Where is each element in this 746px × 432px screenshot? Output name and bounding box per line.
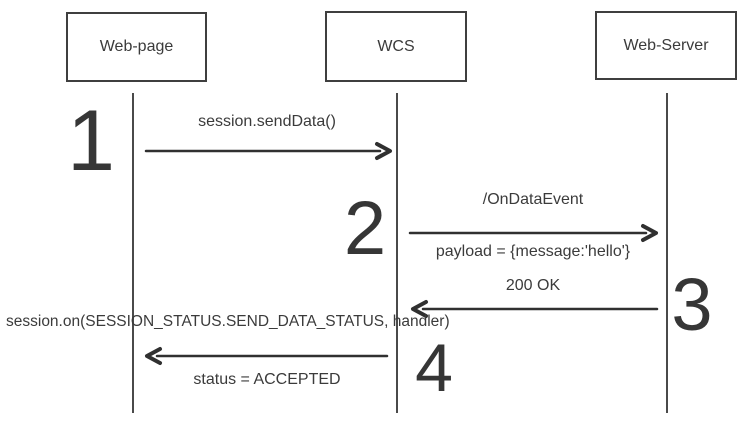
message-arrow-2 (408, 224, 658, 242)
lifeline-web-page (132, 93, 134, 413)
arrowhead-right-icon (641, 224, 658, 242)
lifeline-wcs (396, 93, 398, 413)
step-number-2: 2 (343, 186, 387, 271)
message-sublabel-4: status = ACCEPTED (193, 371, 341, 388)
message-label-4: session.on(SESSION_STATUS.SEND_DATA_STAT… (6, 313, 450, 330)
message-sublabel-2: payload = {message:'hello'} (435, 243, 631, 260)
arrowhead-right-icon (375, 142, 392, 160)
actor-box-web-server: Web-Server (595, 11, 737, 80)
arrowhead-left-icon (145, 347, 162, 365)
message-label-1: session.sendData() (198, 113, 336, 130)
actor-label-web-server: Web-Server (623, 36, 709, 54)
actor-box-wcs: WCS (325, 11, 467, 82)
message-arrow-1 (144, 142, 392, 160)
step-number-3: 3 (671, 262, 713, 346)
actor-label-web-page: Web-page (99, 38, 174, 55)
message-label-2: /OnDataEvent (482, 191, 584, 208)
actor-box-web-page: Web-page (66, 12, 207, 82)
message-arrow-4 (145, 347, 389, 365)
step-number-1: 1 (67, 93, 115, 189)
lifeline-web-server (666, 93, 668, 413)
message-label-3: 200 OK (505, 277, 561, 294)
actor-label-wcs: WCS (377, 37, 415, 55)
step-number-4: 4 (415, 330, 453, 406)
